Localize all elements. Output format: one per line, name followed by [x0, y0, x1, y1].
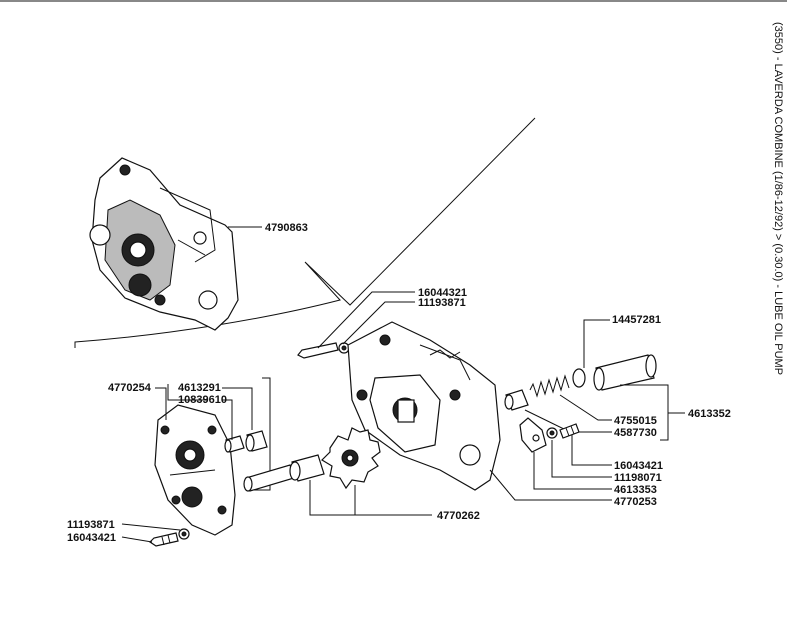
label-14457281: 14457281	[612, 314, 661, 326]
leader-gear-shaft	[246, 377, 271, 491]
bolt-16043421-right	[559, 423, 580, 439]
gear-shaft	[243, 464, 295, 492]
leader-4613353	[533, 452, 612, 490]
label-16043421-right: 16043421	[614, 460, 663, 472]
spring-4755015	[529, 374, 570, 398]
pump-body-4770253	[347, 321, 501, 491]
lock-plate-4613353	[519, 417, 547, 453]
label-4770253: 4770253	[614, 496, 657, 508]
bushing-10839610	[224, 435, 245, 453]
label-4587730: 4587730	[614, 427, 657, 439]
leader-4770262-a	[309, 480, 432, 516]
label-4613291: 4613291	[178, 382, 221, 394]
label-11193871-top: 11193871	[418, 297, 466, 309]
bolt-16043421-left	[149, 532, 179, 547]
idler-gear	[289, 454, 325, 482]
leader-16043421-right	[571, 435, 612, 466]
assembled-pump-inset	[89, 157, 239, 331]
label-4770254: 4770254	[108, 382, 152, 394]
label-11198071: 11198071	[614, 472, 662, 484]
o-ring-14457281	[572, 368, 586, 388]
bolt-16044321	[297, 342, 350, 359]
washer-11193871-bottom	[178, 528, 190, 540]
leader-4755015	[559, 394, 612, 421]
leader-4770254	[155, 387, 167, 420]
bracket-10839610	[167, 384, 208, 401]
label-4613353: 4613353	[614, 484, 657, 496]
valve-sleeve-4613352	[593, 354, 657, 391]
leader-4770253	[489, 469, 555, 501]
label-16043421-left: 16043421	[67, 532, 116, 544]
bushing-4613291	[245, 430, 268, 452]
leader-4613291	[222, 387, 253, 430]
label-4790863: 4790863	[265, 222, 308, 234]
drive-gear-4770262	[321, 427, 381, 490]
label-11193871-bottom: 11193871	[67, 519, 115, 531]
leader-11198071	[551, 440, 612, 478]
leader-11193871-bottom	[121, 523, 181, 531]
washer-11198071	[546, 427, 558, 439]
leader-16044321	[317, 291, 415, 349]
label-16044321: 16044321	[418, 287, 467, 299]
inset-callout-line	[74, 117, 536, 348]
side-title: (3550) - LAVERDA COMBINE (1/86-12/92) > …	[772, 22, 784, 375]
leader-14457281	[583, 319, 610, 368]
label-10839610: 10839610	[178, 394, 227, 406]
label-4770262: 4770262	[437, 510, 480, 522]
leader-11193871-top	[342, 301, 415, 345]
label-4755015: 4755015	[614, 415, 657, 427]
leader-16043421-left	[121, 536, 153, 543]
label-4613352: 4613352	[688, 408, 731, 420]
leader-10839610	[222, 399, 233, 440]
piston-4587730	[504, 389, 529, 411]
cover-plate-4770254	[154, 404, 236, 536]
